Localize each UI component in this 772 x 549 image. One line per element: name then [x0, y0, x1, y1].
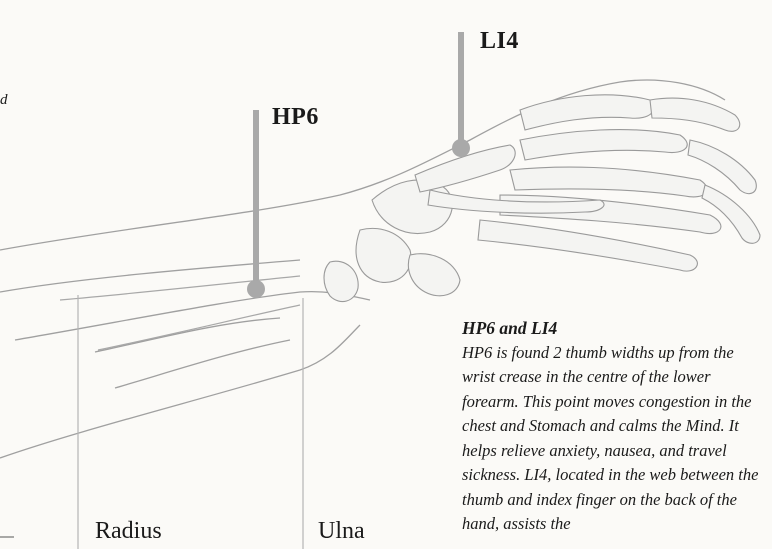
hp6-point-marker — [247, 280, 265, 298]
li4-point-marker — [452, 139, 470, 157]
ulna-label: Ulna — [318, 518, 365, 545]
caption-block: HP6 and LI4 HP6 is found 2 thumb widths … — [462, 316, 768, 537]
li4-label: LI4 — [480, 28, 519, 55]
hp6-pointer — [253, 110, 259, 288]
hand-bones — [324, 95, 760, 302]
hp6-label: HP6 — [272, 104, 319, 131]
page-edge-text-fragment: d — [0, 92, 8, 109]
li4-pointer — [458, 32, 464, 148]
radius-label: Radius — [95, 518, 162, 545]
caption-title: HP6 and LI4 — [462, 316, 768, 341]
caption-body: HP6 is found 2 thumb widths up from the … — [462, 341, 768, 537]
